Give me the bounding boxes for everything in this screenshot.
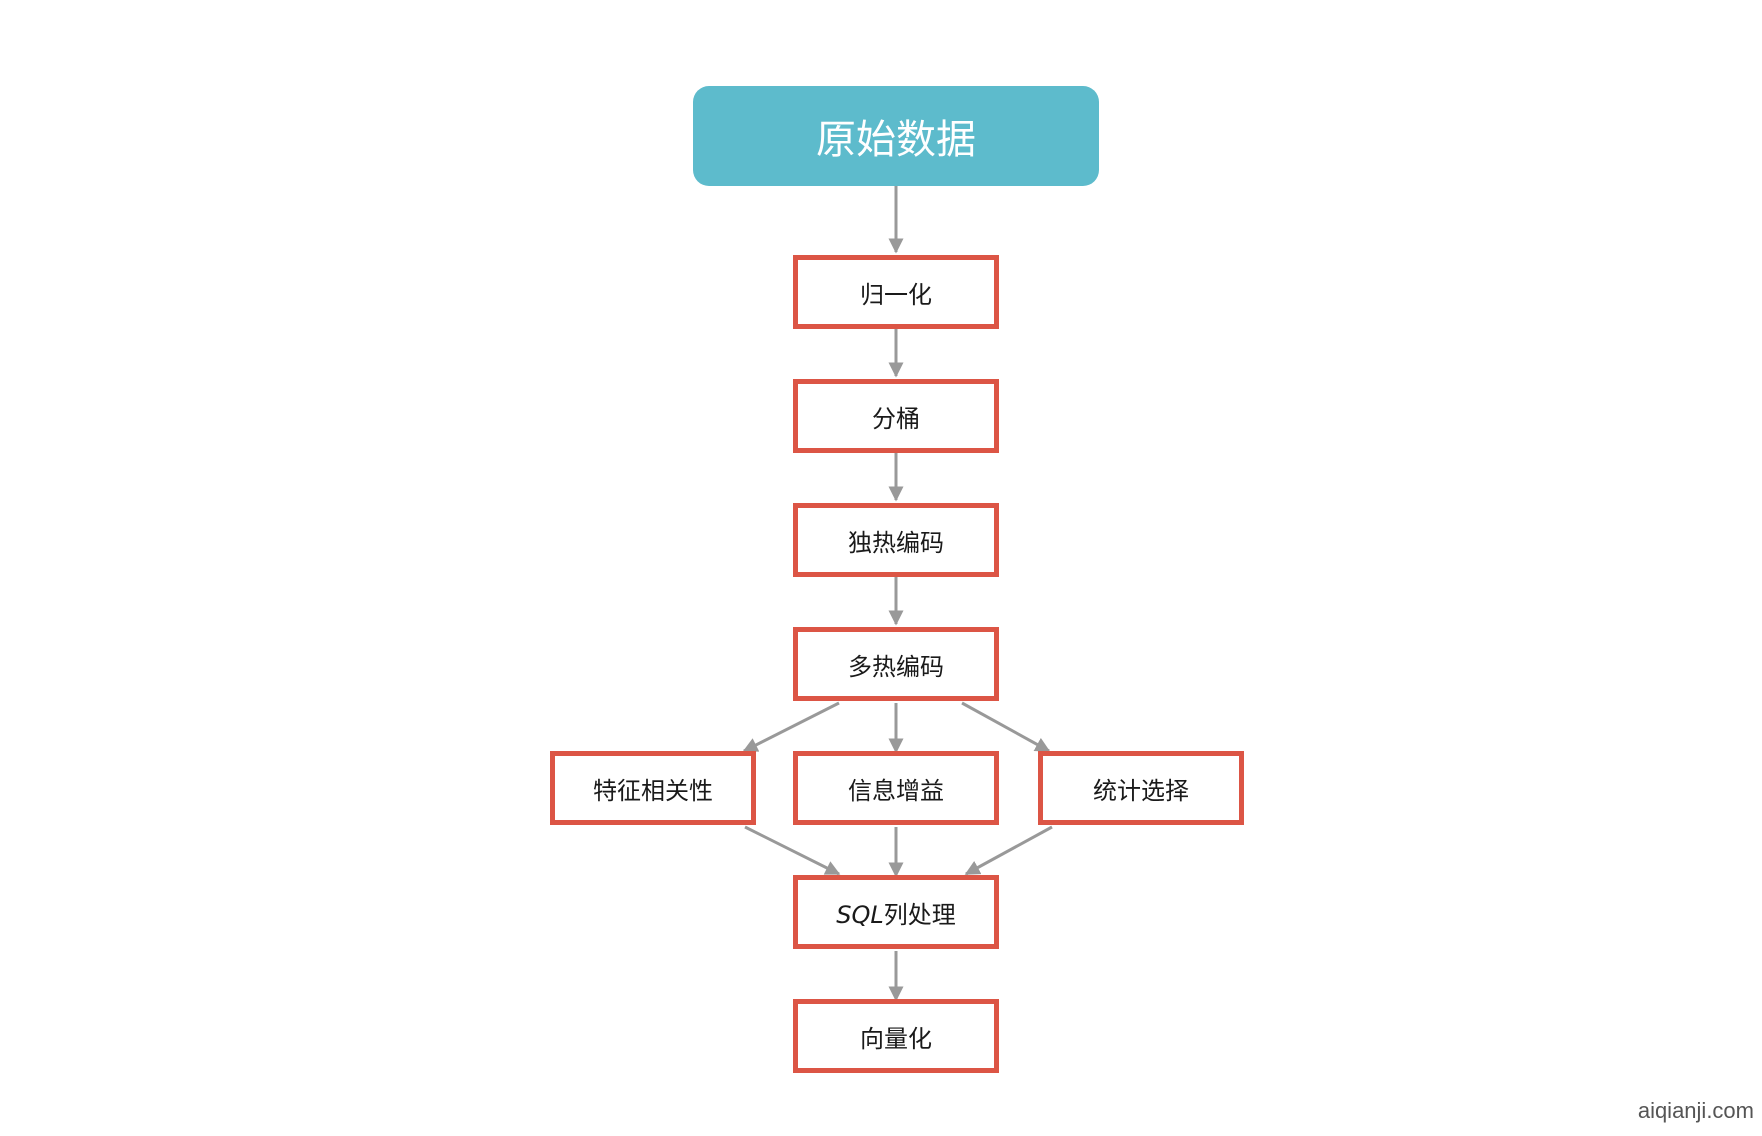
sql-label-prefix: SQL: [836, 900, 884, 929]
edge-statselect-to-sql: [964, 825, 1053, 876]
root-node-label: 原始数据: [816, 117, 976, 163]
step-node-feature-correlation: 特征相关性: [550, 751, 756, 825]
watermark-text: aiqianji.com: [1637, 1098, 1754, 1123]
step-node-label: 独热编码: [848, 528, 944, 557]
edge-correlation-to-sql: [744, 825, 841, 876]
step-node-stat-select: 统计选择: [1038, 751, 1244, 825]
step-node-label: 归一化: [860, 280, 932, 309]
step-node-label: 特征相关性: [593, 776, 713, 805]
step-node-multi-hot: 多热编码: [793, 627, 999, 701]
root-node-raw-data: 原始数据: [693, 86, 1099, 186]
step-node-label: 多热编码: [848, 652, 944, 681]
step-node-label: 信息增益: [848, 776, 944, 805]
step-node-label: SQL列处理: [836, 895, 956, 930]
step-node-vectorize: 向量化: [793, 999, 999, 1073]
edge-multihot-to-statselect: [961, 701, 1051, 753]
step-node-label: 分桶: [872, 404, 920, 433]
step-node-label: 向量化: [860, 1024, 932, 1053]
sql-label-suffix: 列处理: [883, 900, 956, 929]
step-node-bucketize: 分桶: [793, 379, 999, 453]
step-node-info-gain: 信息增益: [793, 751, 999, 825]
step-node-sql-column-processing: SQL列处理: [793, 875, 999, 949]
step-node-one-hot: 独热编码: [793, 503, 999, 577]
step-node-label: 统计选择: [1093, 776, 1189, 805]
step-node-normalize: 归一化: [793, 255, 999, 329]
edge-multihot-to-correlation: [742, 701, 840, 753]
